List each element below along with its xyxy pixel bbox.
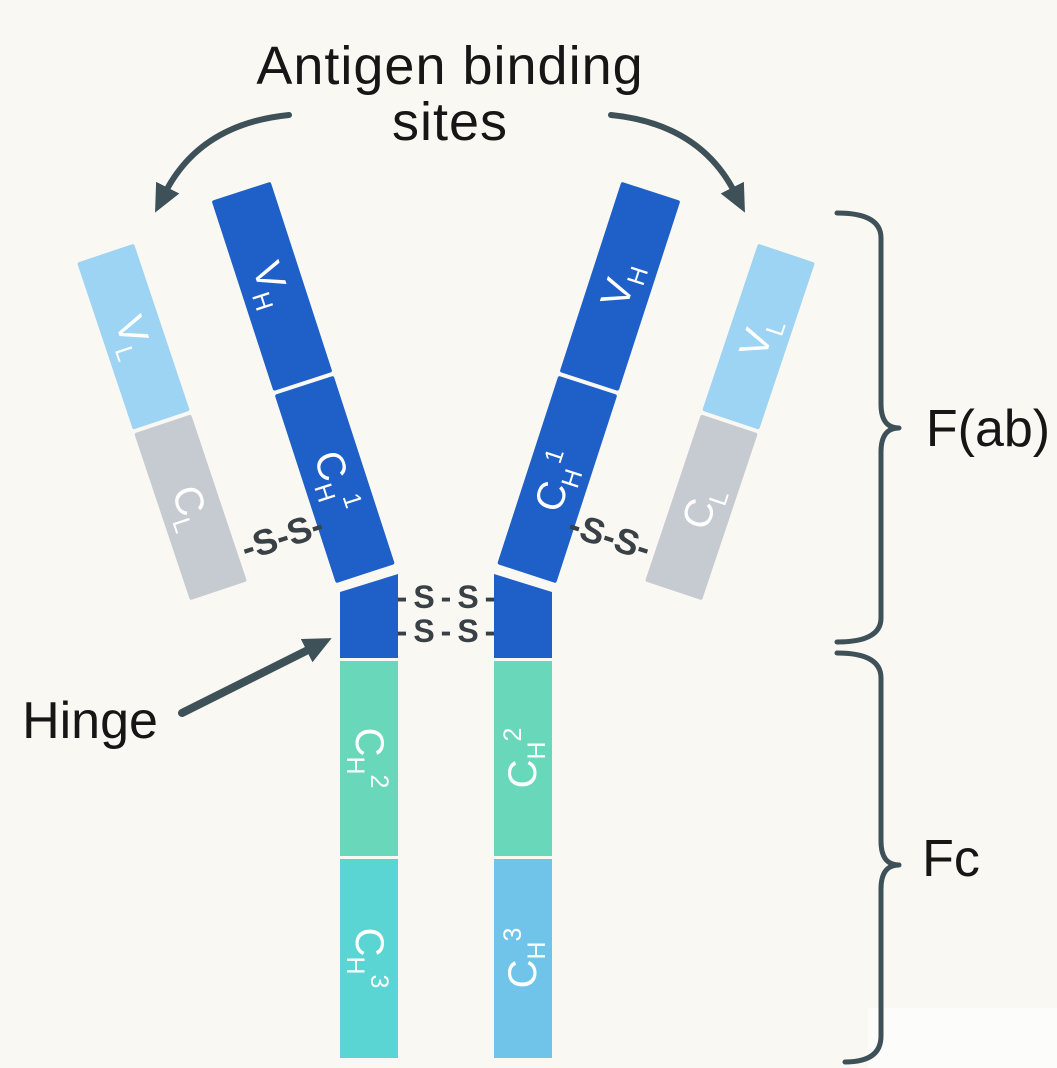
ch2-domain-right bbox=[494, 661, 552, 856]
vl-domain-right bbox=[702, 244, 815, 430]
disulfide-bond-hinge-bottom: -S-S- bbox=[397, 613, 502, 649]
cl-domain-left bbox=[134, 414, 247, 600]
hinge-arrow-icon bbox=[178, 638, 332, 717]
light-chain-right: VL CL bbox=[645, 244, 815, 600]
heavy-chain-arm-right: VH CH1 bbox=[497, 182, 680, 583]
fab-region-label: F(ab) bbox=[926, 400, 1050, 458]
ch2-domain-left bbox=[340, 661, 398, 856]
diagram-title-line2: sites bbox=[392, 92, 508, 152]
ch2-label-left: CH2 bbox=[341, 728, 393, 789]
cl-domain-right bbox=[645, 414, 758, 600]
ch3-label-right: CH3 bbox=[499, 928, 551, 989]
fc-region-label: Fc bbox=[922, 830, 980, 888]
ch3-label-left: CH3 bbox=[341, 928, 393, 989]
ch3-domain-left bbox=[340, 859, 398, 1058]
vh-domain-left bbox=[212, 182, 332, 391]
curved-arrow-left-icon bbox=[155, 112, 292, 213]
vh-domain-right bbox=[560, 182, 680, 391]
fab-brace-icon bbox=[834, 210, 902, 645]
heavy-chain-arm-left: VH CH1 bbox=[212, 182, 395, 583]
ch1-domain-left bbox=[275, 376, 395, 583]
hinge-label: Hinge bbox=[22, 692, 158, 750]
ch1-domain-right bbox=[497, 376, 617, 583]
hinge-segment-right bbox=[494, 574, 552, 658]
light-chain-left: VL CL bbox=[77, 244, 247, 600]
diagram-title-line1: Antigen binding bbox=[256, 36, 643, 96]
fc-brace-icon bbox=[834, 650, 902, 1065]
vl-domain-left bbox=[77, 244, 190, 430]
curved-arrow-right-icon bbox=[608, 112, 745, 213]
hinge-segment-left bbox=[340, 574, 398, 658]
ch2-label-right: CH2 bbox=[499, 728, 551, 789]
ch3-domain-right bbox=[494, 859, 552, 1058]
corner-patch bbox=[868, 1008, 1057, 1068]
disulfide-bond-hinge-top: -S-S- bbox=[397, 579, 502, 615]
